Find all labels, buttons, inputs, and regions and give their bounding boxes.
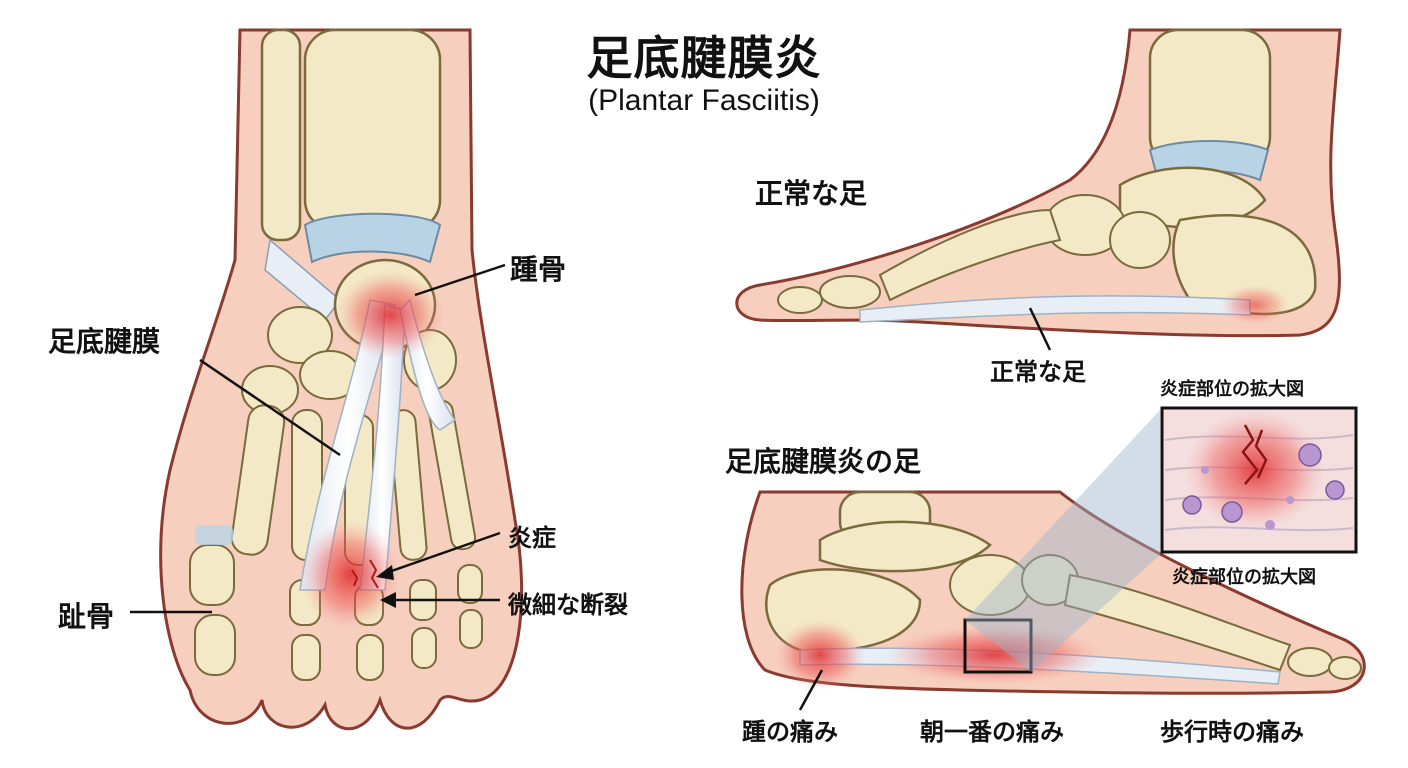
normal-foot-caption: 正常な足 [990, 358, 1086, 386]
inset-label-bottom: 炎症部位の拡大図 [1172, 567, 1316, 588]
inset-cell [1201, 466, 1209, 474]
label-morning-pain: 朝一番の痛み [920, 718, 1064, 746]
phalanx-bone [457, 564, 483, 604]
normal-phalanx-bone [819, 275, 881, 309]
inflamed-metatarsal-bone [1063, 573, 1292, 672]
arrow-micro-tear [380, 592, 396, 608]
phalanx-bone [356, 634, 384, 681]
label-walking-pain: 歩行時の痛み [1160, 718, 1304, 746]
normal-phalanx-bone [777, 286, 823, 314]
inset-cell [1298, 443, 1322, 467]
phalanx-bone [194, 614, 236, 676]
inset-cell [1182, 495, 1202, 515]
frontal-foot-view [159, 28, 524, 731]
arch-inflammation [885, 625, 1105, 685]
normal-tarsal-bone [1109, 211, 1171, 269]
inflamed-foot-view [740, 410, 1366, 695]
page-title: 足底腱膜炎 [586, 31, 822, 85]
tarsal-bone [267, 306, 333, 364]
heel-inflammation [775, 620, 865, 690]
inset-magnification [1160, 406, 1358, 554]
inflamed-talus-bone [818, 520, 992, 573]
metatarsal-bone [388, 409, 428, 561]
normal-calcaneus-bone [1172, 214, 1317, 316]
micro-tear-marks [351, 559, 379, 589]
label-heel-pain: 踵の痛み [742, 718, 838, 746]
inflamed-zoom-box [963, 618, 1033, 674]
zoom-projection [965, 410, 1160, 672]
label-plantar-fascia: 足底腱膜 [48, 325, 161, 358]
label-phalanges: 趾骨 [58, 600, 115, 633]
leader-calcaneus [414, 263, 506, 297]
leader-normal-caption [1028, 307, 1052, 351]
phalanx-bone [189, 544, 235, 606]
leader-inflammation [379, 531, 501, 577]
normal-foot-view [735, 28, 1342, 338]
leader-plantar-fascia [199, 358, 341, 457]
inflamed-phalanx-bone [1287, 647, 1333, 677]
label-calcaneus: 踵骨 [510, 253, 567, 286]
phalanx-bone [459, 609, 483, 649]
arrow-inflammation [376, 565, 394, 580]
page-subtitle: (Plantar Fasciitis) [588, 84, 820, 117]
inset-cell [1221, 501, 1243, 523]
inset-tear [1241, 424, 1268, 485]
phalanx-bone [411, 627, 437, 669]
inflamed-phalanx-bone [1328, 656, 1362, 680]
inset-cell [1325, 480, 1345, 500]
inset-label-top: 炎症部位の拡大図 [1160, 379, 1304, 400]
normal-heel-glow [1220, 285, 1290, 325]
inset-cell [1265, 520, 1275, 530]
forefoot-inflammation [300, 520, 400, 630]
label-inflammation: 炎症 [508, 524, 556, 552]
leader-heel-pain [798, 669, 824, 711]
calcaneus-inflammation [335, 270, 445, 360]
ankle-cartilage [303, 212, 442, 264]
normal-foot-heading: 正常な足 [755, 177, 868, 210]
fibula-bone [260, 28, 302, 242]
label-micro-tear: 微細な断裂 [508, 591, 628, 619]
inset-cell [1286, 496, 1294, 504]
phalanx-bone [291, 634, 321, 681]
inflamed-foot-heading: 足底腱膜炎の足 [725, 445, 922, 478]
normal-metatarsal-bone [878, 208, 1062, 302]
toe-cartilage [195, 525, 233, 545]
